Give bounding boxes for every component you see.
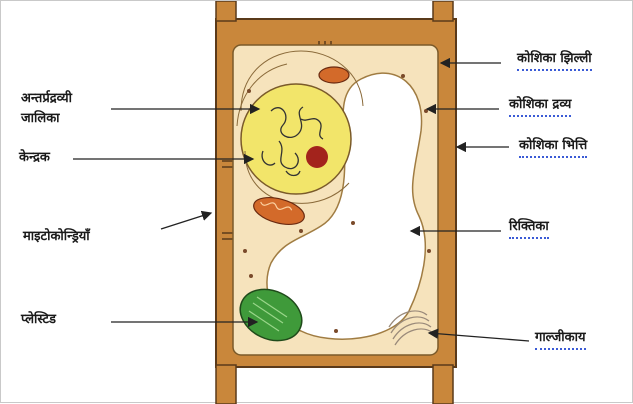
- label-er-line2: जालिका: [21, 109, 72, 129]
- label-er-line1: अन्तर्प्रद्रव्यी: [21, 89, 72, 109]
- label-endoplasmic-reticulum: अन्तर्प्रद्रव्यी जालिका: [21, 89, 72, 129]
- label-cell-membrane: कोशिका झिल्ली: [517, 49, 592, 71]
- label-vacuole: रिक्तिका: [509, 217, 549, 239]
- label-cytoplasm: कोशिका द्रव्य: [509, 95, 571, 117]
- label-cell-wall: कोशिका भित्ति: [519, 136, 587, 158]
- label-golgi: गाल्जीकाय: [535, 328, 586, 350]
- pointer-mitochondria: [161, 213, 211, 229]
- label-plastid: प्लेस्टिड: [21, 310, 56, 330]
- label-mitochondria: माइटोकोन्ड्रियाँ: [23, 227, 90, 247]
- label-nucleus: केन्द्रक: [19, 148, 50, 168]
- nucleus: [241, 84, 351, 194]
